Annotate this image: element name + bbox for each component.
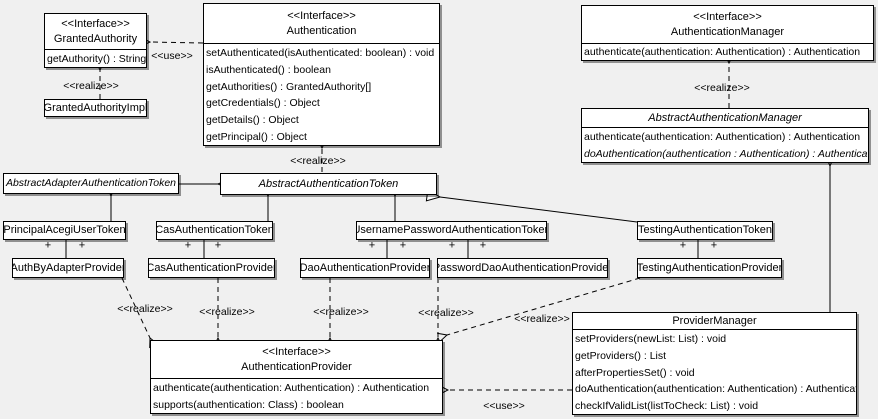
method-label: getCredentials() : Object [206,97,320,110]
plus-multiplicity: + [214,239,222,252]
class-name: DaoAuthenticationProvider [300,261,430,274]
method-label: getAuthority() : String [47,53,147,65]
use-authentication-grantedauthority[interactable] [150,42,204,43]
class-box-authentication[interactable]: <<Interface>> Authentication setAuthenti… [203,3,440,146]
class-box-cas-authentication-token[interactable]: CasAuthenticationToken [156,221,273,240]
class-name: PasswordDaoAuthenticationProvider [437,261,608,274]
plus-multiplicity: + [679,239,687,252]
method-label: doAuthentication(authentication : Authen… [584,148,869,160]
stereotype-label: <<Interface>> [287,9,356,22]
class-box-principal-acegi-user-token[interactable]: PrincipalAcegiUserToken [3,221,126,240]
realize-label: <<realize>> [290,155,346,167]
class-name: AuthenticationManager [670,25,785,38]
method-label: setProviders(newList: List) : void [575,333,727,345]
plus-multiplicity: + [44,239,52,252]
plus-multiplicity: + [184,239,192,252]
realize-label: <<realize>> [117,303,173,315]
plus-multiplicity: + [368,239,376,252]
class-name: AuthByAdapterProvider [12,261,124,274]
realize-label: <<realize>> [313,306,369,318]
realize-label: <<realize>> [694,82,750,94]
class-name: CasAuthenticationProvider [148,261,275,274]
class-name: AbstractAuthenticationManager [648,111,802,124]
class-box-authentication-provider[interactable]: <<Interface>> AuthenticationProvider aut… [150,340,443,414]
class-name: AbstractAdapterAuthenticationToken [5,177,177,189]
method-label: isAuthenticated() : boolean [206,63,331,76]
class-box-authentication-manager[interactable]: <<Interface>> AuthenticationManager auth… [581,5,874,61]
class-box-cas-authentication-provider[interactable]: CasAuthenticationProvider [148,258,275,278]
class-name: ProviderManager [672,315,757,327]
class-box-testing-authentication-token[interactable]: TestingAuthenticationToken [637,221,773,240]
class-box-granted-authority[interactable]: <<Interface>> GrantedAuthority getAuthor… [44,13,147,68]
method-label: authenticate(authentication: Authenticat… [584,46,861,58]
plus-multiplicity: + [479,239,487,252]
class-box-testing-authentication-provider[interactable]: TestingAuthenticationProvider [637,258,782,278]
class-name: PrincipalAcegiUserToken [3,224,126,236]
stereotype-label: <<Interface>> [693,10,762,23]
stereotype-label: <<Interface>> [61,17,130,30]
method-label: doAuthentication(authentication: Authent… [575,383,857,396]
class-name: GrantedAuthorityImpl [44,101,147,114]
realize-label: <<realize>> [418,307,474,319]
plus-multiplicity: + [448,239,456,252]
class-name: AuthenticationProvider [241,360,352,373]
generalization-testing-token[interactable] [440,197,638,223]
class-box-abstract-authentication-manager[interactable]: AbstractAuthenticationManager authentica… [581,108,869,163]
class-name: CasAuthenticationToken [156,224,273,236]
plus-multiplicity: + [399,239,407,252]
method-label: getDetails() : Object [206,114,299,127]
use-label: <<use>> [483,400,525,412]
method-label: authenticate(authentication: Authenticat… [153,382,430,394]
method-label: afterPropertiesSet() : void [575,366,695,379]
class-name: TestingAuthenticationToken [638,224,772,236]
method-label: supports(authentication: Class) : boolea… [153,399,344,411]
realize-label: <<realize>> [63,80,119,92]
method-label: getProviders() : List [575,349,667,362]
class-box-provider-manager[interactable]: ProviderManager setProviders(newList: Li… [572,312,857,415]
class-box-auth-by-adapter-provider[interactable]: AuthByAdapterProvider [12,258,124,278]
realize-label: <<realize>> [199,306,255,318]
method-label: getPrincipal() : Object [206,130,307,143]
plus-multiplicity: + [710,239,718,252]
class-box-abstract-authentication-token[interactable]: AbstractAuthenticationToken [220,173,437,195]
class-box-dao-authentication-provider[interactable]: DaoAuthenticationProvider [300,258,430,278]
class-box-abstract-adapter-authentication-token[interactable]: AbstractAdapterAuthenticationToken [3,173,179,194]
class-box-password-dao-authentication-provider[interactable]: PasswordDaoAuthenticationProvider [437,258,608,278]
class-name: Authentication [286,24,357,37]
method-label: getAuthorities() : GrantedAuthority[] [206,80,372,93]
class-name: TestingAuthenticationProvider [637,261,782,274]
method-label: setAuthenticated(isAuthenticated: boolea… [206,47,435,59]
class-box-username-password-authentication-token[interactable]: UsernamePasswordAuthenticationToken [356,221,547,240]
class-name: UsernamePasswordAuthenticationToken [356,224,547,236]
class-box-granted-authority-impl[interactable]: GrantedAuthorityImpl [44,99,147,117]
class-name: AbstractAuthenticationToken [258,177,399,190]
plus-multiplicity: + [78,239,86,252]
method-label: authenticate(authentication: Authenticat… [584,131,861,143]
class-name: GrantedAuthority [53,32,138,45]
stereotype-label: <<Interface>> [262,345,331,358]
realize-label: <<realize>> [514,313,570,325]
method-label: checkIfValidList(listToCheck: List) : vo… [575,400,759,413]
use-label: <<use>> [151,50,193,62]
